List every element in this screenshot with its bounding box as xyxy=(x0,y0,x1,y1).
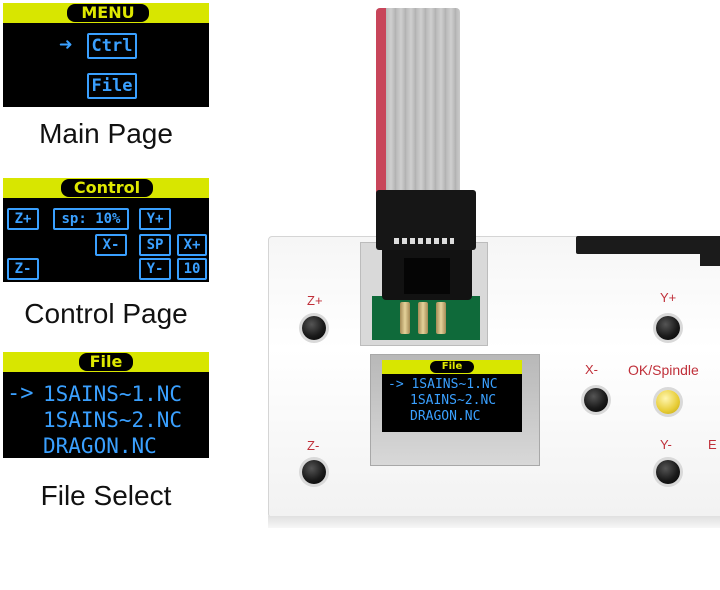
control-speed: sp: 10% xyxy=(53,208,129,230)
x-minus-label: X- xyxy=(585,362,598,377)
board-clip xyxy=(576,236,720,254)
x-minus-button[interactable] xyxy=(584,388,608,412)
menu-item-file: File xyxy=(87,73,137,99)
control-page-caption: Control Page xyxy=(24,298,188,329)
z-minus-label: Z- xyxy=(307,438,320,453)
menu-item-ctrl: Ctrl xyxy=(87,33,137,59)
file-page-header: File xyxy=(79,353,133,371)
control-x-plus: X+ xyxy=(177,234,207,256)
ok-spindle-button[interactable] xyxy=(656,390,680,414)
device-screen-file-1: 1SAINS~1.NC xyxy=(411,377,498,392)
control-z-minus: Z- xyxy=(7,258,39,280)
z-plus-button[interactable] xyxy=(302,316,326,340)
header-pin xyxy=(418,302,428,334)
control-sp: SP xyxy=(139,234,171,256)
z-minus-button[interactable] xyxy=(302,460,326,484)
device-screen-header: File xyxy=(430,361,474,373)
y-plus-label: Y+ xyxy=(660,290,677,305)
y-minus-button[interactable] xyxy=(656,460,680,484)
e-label: E xyxy=(708,437,717,452)
control-x-minus: X- xyxy=(95,234,127,256)
control-page-oled: Control Z+ sp: 10% Y+ X- SP X+ Z- Y- 10 xyxy=(3,178,209,282)
main-page-header: MENU xyxy=(67,4,149,22)
y-plus-button[interactable] xyxy=(656,316,680,340)
header-pin xyxy=(436,302,446,334)
control-step: 10 xyxy=(177,258,207,280)
ribbon-cable-red-wire xyxy=(376,8,386,208)
connector-contacts xyxy=(394,238,454,244)
device-screen-cursor: -> xyxy=(388,377,404,392)
controller-board-edge xyxy=(268,516,720,528)
control-y-minus: Y- xyxy=(139,258,171,280)
device-screen-file-3: DRAGON.NC xyxy=(410,409,481,424)
header-pin xyxy=(400,302,410,334)
file-page-oled: File -> 1SAINS~1.NC 1SAINS~2.NC DRAGON.N… xyxy=(3,352,209,458)
y-minus-label: Y- xyxy=(660,437,672,452)
file-page-caption: File Select xyxy=(40,480,172,511)
main-page-caption: Main Page xyxy=(39,118,173,149)
ribbon-cable xyxy=(376,8,460,208)
device-oled-screen: File -> 1SAINS~1.NC 1SAINS~2.NC DRAGON.N… xyxy=(382,360,522,432)
connector-slot xyxy=(404,258,450,294)
z-plus-label: Z+ xyxy=(307,293,323,308)
control-y-plus: Y+ xyxy=(139,208,171,230)
file-item-3: DRAGON.NC xyxy=(43,434,157,458)
file-item-2: 1SAINS~2.NC xyxy=(43,408,183,432)
board-clip-side xyxy=(700,236,720,266)
file-cursor: -> xyxy=(7,381,34,406)
selection-arrow-icon: ➜ xyxy=(59,33,73,58)
device-screen-file-2: 1SAINS~2.NC xyxy=(410,393,497,408)
file-item-1: 1SAINS~1.NC xyxy=(43,382,183,406)
control-page-header: Control xyxy=(61,179,153,197)
main-page-oled: MENU ➜ Ctrl File xyxy=(3,3,209,107)
device-screen-line-1: -> 1SAINS~1.NC xyxy=(388,378,498,392)
ok-spindle-label: OK/Spindle xyxy=(628,362,699,378)
control-z-plus: Z+ xyxy=(7,208,39,230)
